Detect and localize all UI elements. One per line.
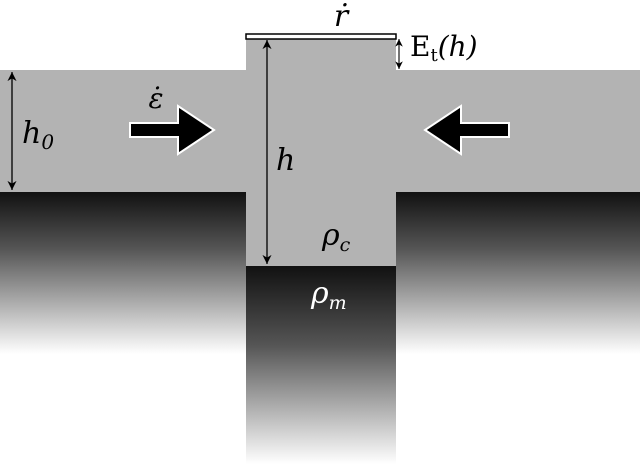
h0-label: h0 [22,116,54,154]
mantle-left [0,192,246,354]
compression-arrow-right [423,104,510,156]
rdot-label: ṙ [334,0,350,34]
rho-m-label: ρm [310,276,347,314]
h-label: h [276,143,295,178]
rho-c-label: ρc [321,218,351,256]
crust-layer [0,36,640,266]
mantle-root [246,266,396,464]
compression-arrow-left [129,104,216,156]
strain-rate-label: ε̇ [148,82,163,115]
mantle-right [396,192,640,354]
surface-line [245,33,397,40]
et-label: Et(h) [410,30,478,66]
